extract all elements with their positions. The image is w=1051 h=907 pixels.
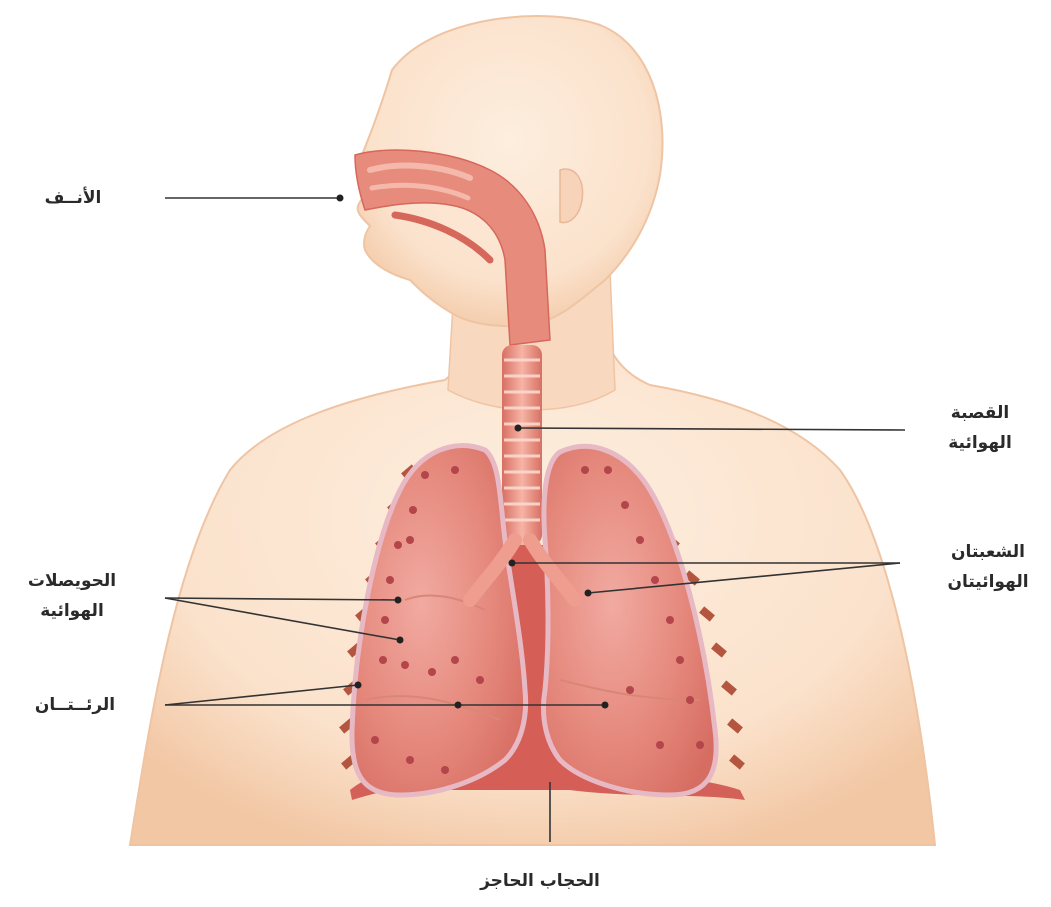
bronchi-label: الشعبتان الهوائيتان [925,537,1051,597]
nose-label: الأنــف [18,183,128,213]
diaphragm-label-text: الحجاب الحاجز [440,866,640,896]
alveoli-label-line-2: الهوائية [2,596,142,626]
alveoli-label: الحويصلات الهوائية [2,566,142,626]
bronchi-label-line-1: الشعبتان [925,537,1051,567]
trachea-label-line-2: الهوائية [920,428,1040,458]
diaphragm-label: الحجاب الحاجز [440,866,640,896]
nose-label-text: الأنــف [18,183,128,213]
trachea-label-line-1: القصبة [920,398,1040,428]
bronchi-label-line-2: الهوائيتان [925,567,1051,597]
trachea-illustration [502,345,542,545]
lungs-label-text: الرئــتــان [10,690,140,720]
trachea-label: القصبة الهوائية [920,398,1040,458]
alveoli-label-line-1: الحويصلات [2,566,142,596]
lungs-label: الرئــتــان [10,690,140,720]
